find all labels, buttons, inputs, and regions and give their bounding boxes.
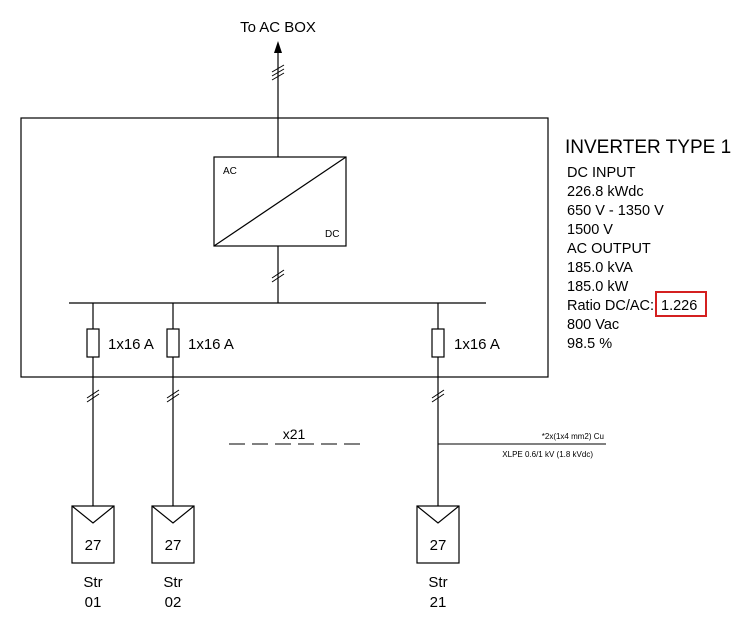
inverter-enclosure [20, 117, 549, 378]
string-panel-count: 27 [430, 537, 447, 554]
spec-dc-input: DC INPUT [567, 165, 636, 181]
fuse-label: 1x16 A [188, 336, 234, 353]
pv-module-icon [71, 505, 115, 564]
converter-ac-label: AC [223, 166, 237, 177]
fuse [166, 328, 180, 358]
pv-module-icon [416, 505, 460, 564]
string-branch-21 [431, 303, 445, 506]
string-name: Str [428, 574, 447, 591]
fuse [431, 328, 445, 358]
spec-mppt-range: 650 V - 1350 V [567, 203, 664, 219]
spec-dc-power: 226.8 kWdc [567, 184, 644, 200]
string-number: 02 [165, 594, 182, 611]
string-number: 21 [430, 594, 447, 611]
spec-ratio-label: Ratio DC/AC: [567, 298, 654, 314]
to-ac-box-label: To AC BOX [240, 19, 316, 36]
spec-ratio-value: 1.226 [661, 298, 697, 314]
string-panel-count: 27 [85, 537, 102, 554]
string-branch-01 [86, 303, 100, 506]
spec-max-voltage: 1500 V [567, 222, 613, 238]
fuse-label: 1x16 A [454, 336, 500, 353]
spec-ac-voltage: 800 Vac [567, 317, 619, 333]
spec-active-power: 185.0 kW [567, 279, 629, 295]
cable-spec-line1: *2x(1x4 mm2) Cu [542, 432, 604, 441]
string-branch-02 [166, 303, 180, 506]
fuse [86, 328, 100, 358]
ratio-highlight-box [655, 291, 707, 317]
spec-efficiency: 98.5 % [567, 336, 612, 352]
ac-dc-converter [213, 156, 347, 247]
string-name: Str [83, 574, 102, 591]
string-panel-count: 27 [165, 537, 182, 554]
pv-module-icon [151, 505, 195, 564]
spec-ac-output: AC OUTPUT [567, 241, 651, 257]
dc-link-tick-marks [271, 269, 285, 283]
arrow-up-icon [274, 41, 282, 53]
cable-spec-line2: XLPE 0.6/1 kV (1.8 kVdc) [502, 450, 593, 459]
converter-dc-label: DC [325, 229, 339, 240]
string-name: Str [163, 574, 182, 591]
string-number: 01 [85, 594, 102, 611]
fuse-label: 1x16 A [108, 336, 154, 353]
converter-diagonal [213, 156, 347, 247]
spec-apparent-power: 185.0 kVA [567, 260, 633, 276]
repeat-count-label: x21 [283, 426, 306, 442]
ac-output-tick-marks [271, 64, 285, 81]
inverter-title: INVERTER TYPE 1 [565, 137, 731, 158]
